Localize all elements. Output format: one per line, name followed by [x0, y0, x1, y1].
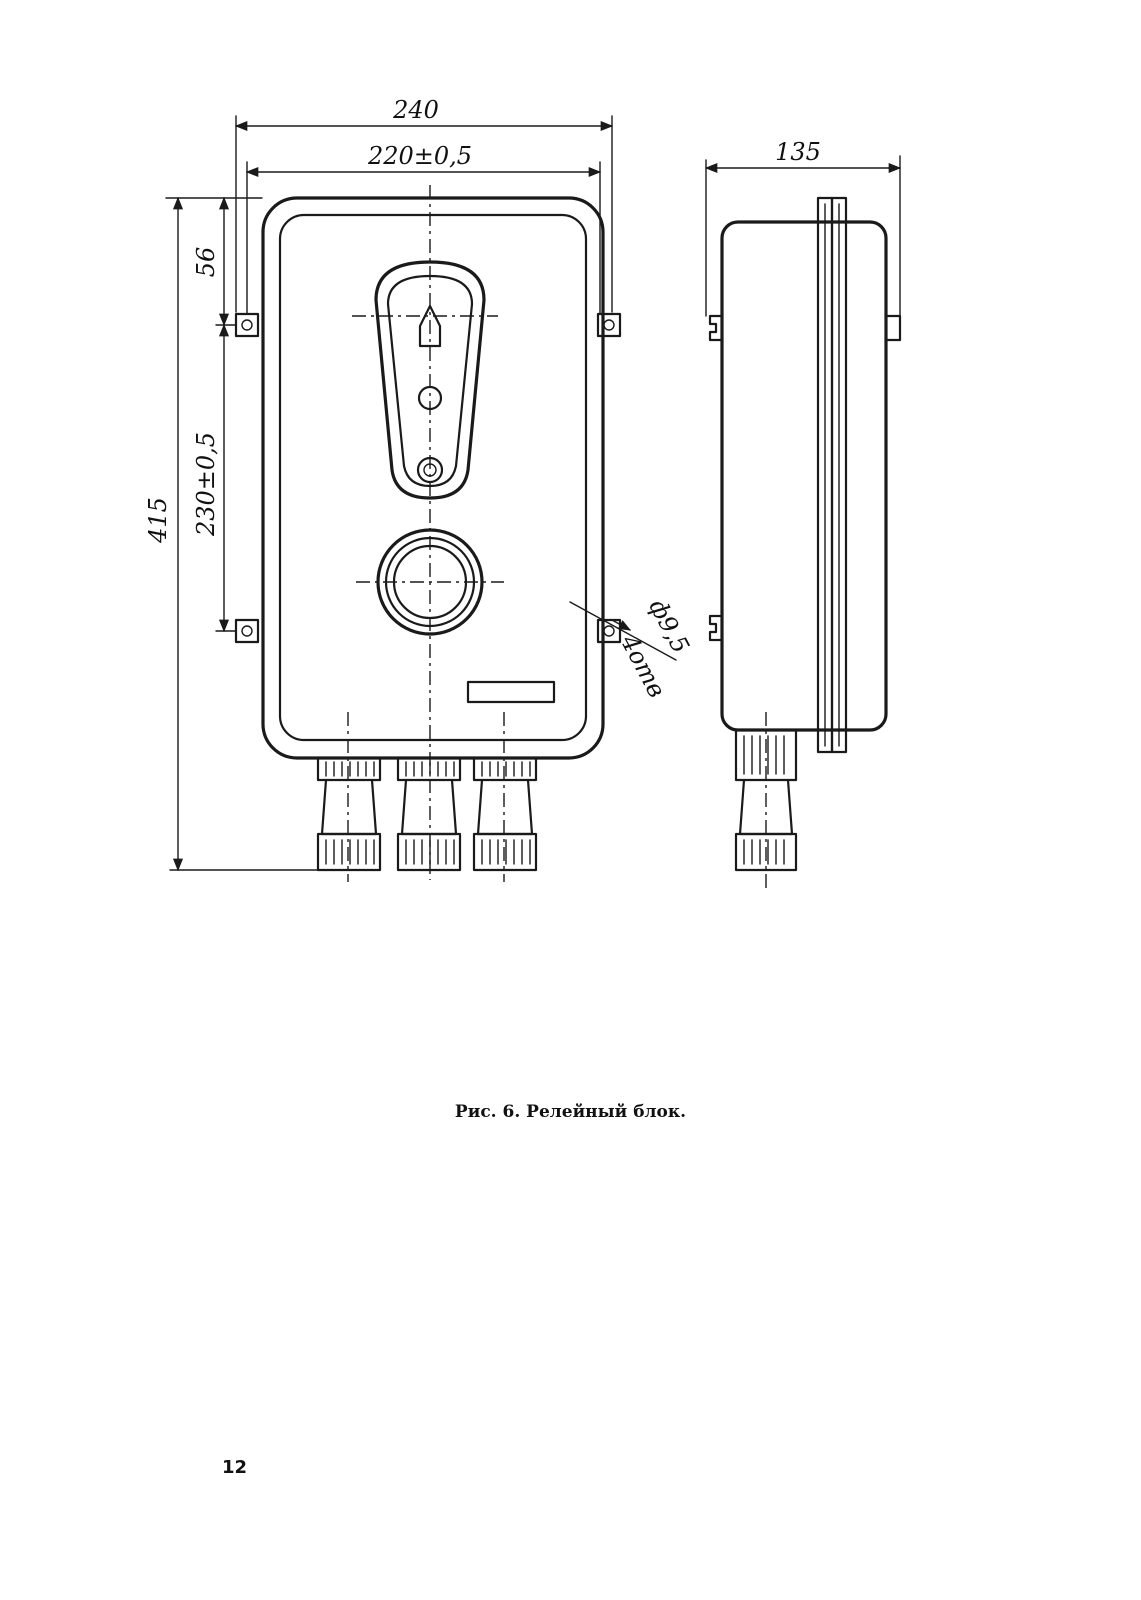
dim-width-overall: 240: [392, 96, 439, 124]
enclosure-outer: [261, 196, 605, 760]
mounting-lug-bottom-right: [596, 618, 622, 644]
mounting-lug-top-right: [596, 312, 622, 338]
dim-mount-spacing-horizontal: 220±0,5: [367, 142, 472, 170]
dim-depth: 135: [775, 138, 821, 166]
dim-height-overall: 415: [144, 497, 172, 544]
mounting-lug-top-left: [234, 312, 260, 338]
cable-gland-middle: [396, 756, 462, 872]
enclosure-inner: [278, 213, 588, 742]
dimension-lines: [165, 115, 677, 872]
dim-top-offset: 56: [192, 247, 220, 278]
front-view: [234, 185, 622, 882]
depth-dimension: [704, 155, 902, 317]
cable-gland-left: [316, 756, 382, 872]
page-number: 12: [222, 1457, 248, 1478]
nameplate: [466, 680, 556, 704]
side-lug-bottom: [708, 614, 724, 642]
figure-caption: Рис. 6. Релейный блок.: [454, 1102, 687, 1122]
handle-plate: [374, 260, 486, 500]
dim-mount-spacing-vertical: 230±0,5: [192, 432, 220, 537]
cable-gland-right: [472, 756, 538, 872]
handle-pointer-icon: [418, 304, 442, 348]
mounting-lug-bottom-left: [234, 618, 260, 644]
side-lug-top: [708, 314, 724, 342]
dim-hole-diameter: ф9,5: [643, 595, 694, 658]
side-view: [708, 196, 902, 890]
side-body: [720, 220, 888, 732]
